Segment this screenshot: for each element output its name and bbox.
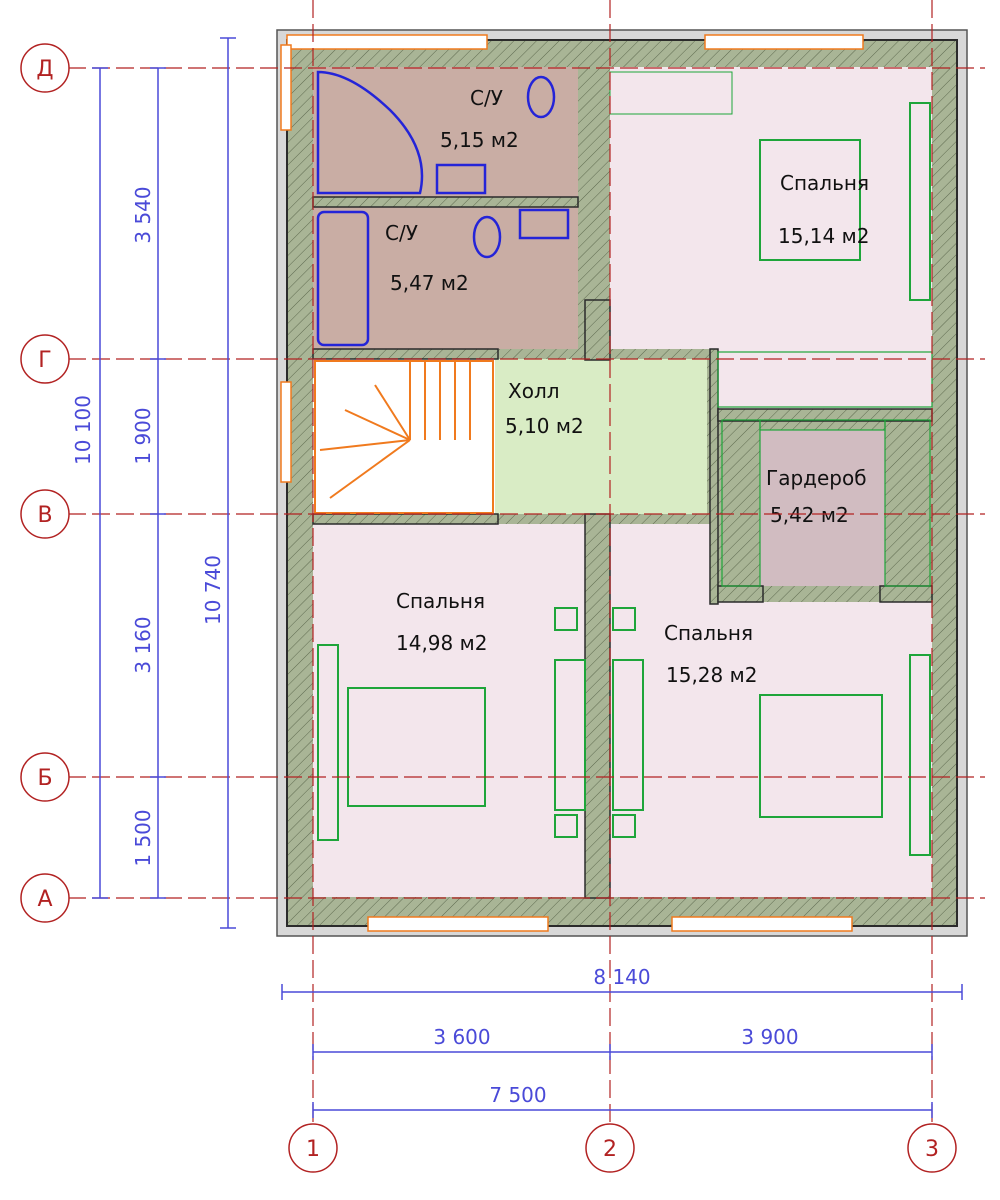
floor-bath2: [313, 207, 578, 349]
room-area-bath2: 5,47 м2: [390, 271, 469, 295]
room-labels: С/У 5,15 м2 С/У 5,47 м2 Спальня 15,14 м2…: [385, 86, 869, 687]
dim-left-outer: 10 100: [71, 395, 95, 465]
grid-axes: [68, 0, 985, 1125]
room-name-wardrobe: Гардероб: [766, 466, 867, 490]
bed-se: [759, 694, 883, 818]
dim-left-total: 10 740: [201, 555, 225, 625]
floor-bedroom-se-top: [610, 524, 710, 604]
bathtub: [316, 210, 370, 347]
dim-bottom-axes-total: 7 500: [489, 1083, 546, 1107]
sink-2: [518, 208, 570, 240]
left-dimension-texts: 10 100 3 540 1 900 3 160 1 500 10 740: [71, 186, 225, 866]
room-name-bed-ne: Спальня: [780, 171, 869, 195]
floor-wardrobe: [760, 430, 885, 586]
bed-ne: [759, 139, 861, 261]
stairs: [314, 360, 494, 514]
floor-bedroom-ne: [610, 67, 932, 349]
toilet-2: [472, 215, 502, 259]
wardrobe-shelves: [717, 351, 933, 587]
dim-bottom-seg-2: 3 900: [741, 1025, 798, 1049]
windows: [280, 34, 864, 932]
dim-bottom-seg-1: 3 600: [433, 1025, 490, 1049]
furniture: [317, 71, 931, 856]
room-name-bed-sw: Спальня: [396, 589, 485, 613]
floors: [313, 67, 932, 897]
room-area-hall: 5,10 м2: [505, 414, 584, 438]
axis-row-d: Д: [36, 57, 53, 82]
bottom-dimension-lines: [281, 984, 963, 1118]
bottom-dimension-texts: 8 140 3 600 3 900 7 500: [433, 965, 798, 1107]
room-name-hall: Холл: [508, 379, 560, 403]
left-dimension-lines: [92, 37, 236, 929]
room-area-bed-ne: 15,14 м2: [778, 224, 869, 248]
axis-row-b: Б: [37, 766, 52, 791]
toilet-1: [526, 75, 556, 119]
axis-row-g: Г: [38, 348, 51, 373]
axis-row-v: В: [37, 503, 52, 528]
axis-col-3: 3: [925, 1137, 939, 1162]
row-axis-markers: Д Г В Б А: [20, 43, 70, 923]
sink-1: [435, 163, 487, 195]
bed-sw: [347, 687, 486, 807]
dim-left-seg-3: 3 160: [131, 616, 155, 673]
axis-col-2: 2: [603, 1137, 617, 1162]
col-axis-markers: 1 2 3: [288, 1123, 957, 1173]
desk-ne: [609, 71, 733, 115]
dim-left-seg-1: 3 540: [131, 186, 155, 243]
corner-bath: [316, 70, 424, 195]
room-name-bath1: С/У: [470, 86, 503, 110]
floor-bedroom-se: [610, 602, 932, 897]
room-area-bath1: 5,15 м2: [440, 128, 519, 152]
floor-bath1: [313, 67, 578, 197]
room-area-wardrobe: 5,42 м2: [770, 503, 849, 527]
axis-col-1: 1: [306, 1137, 320, 1162]
dim-left-seg-2: 1 900: [131, 407, 155, 464]
room-name-bed-se: Спальня: [664, 621, 753, 645]
dim-bottom-overall: 8 140: [593, 965, 650, 989]
dim-left-seg-4: 1 500: [131, 809, 155, 866]
floor-closet-strip: [718, 349, 932, 409]
floor-hall: [495, 359, 707, 514]
room-area-bed-se: 15,28 м2: [666, 663, 757, 687]
room-name-bath2: С/У: [385, 221, 418, 245]
axis-row-a: А: [37, 887, 52, 912]
floor-bedroom-sw: [313, 524, 585, 897]
room-area-bed-sw: 14,98 м2: [396, 631, 487, 655]
plumbing: [316, 70, 570, 347]
